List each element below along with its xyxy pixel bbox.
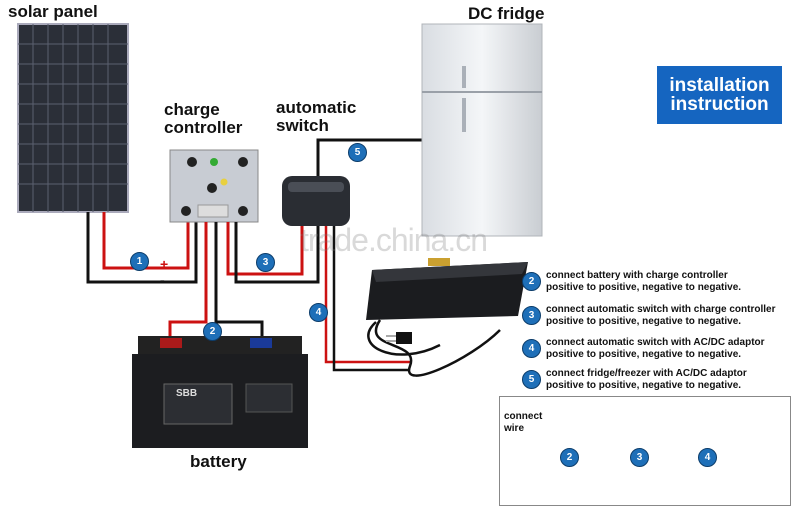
step-line-1: connect battery with charge controller [546, 270, 728, 281]
step-line-1: connect fridge/freezer with AC/DC adapto… [546, 368, 747, 379]
step-line-2: positive to positive, negative to negati… [546, 380, 742, 391]
step-badge: 4 [522, 339, 541, 358]
installation-title-2: instruction [670, 94, 769, 115]
charge-controller-label-2: controller [164, 118, 243, 137]
step-badge: 3 [522, 306, 541, 325]
automatic-switch-label-2: switch [276, 116, 329, 135]
wire-photo-marker-2: 2 [560, 448, 579, 467]
step-badge: 2 [522, 272, 541, 291]
wire-marker-1: 1 [130, 252, 149, 271]
step-2: 2 connect battery with charge controller… [522, 270, 797, 294]
step-line-2: positive to positive, negative to negati… [546, 349, 742, 360]
watermark: trade.china.cn [300, 222, 488, 258]
wire-marker-3: 3 [256, 253, 275, 272]
solar-panel-label: solar panel [8, 2, 98, 21]
installation-title-1: installation [669, 75, 770, 96]
step-line-2: positive to positive, negative to negati… [546, 316, 742, 327]
step-5: 5 connect fridge/freezer with AC/DC adap… [522, 368, 797, 392]
connect-wire-label-2: wire [504, 423, 525, 434]
step-line-1: connect automatic switch with charge con… [546, 304, 776, 315]
polarity-minus: - [160, 272, 165, 288]
automatic-switch-label-1: automatic [276, 98, 357, 117]
step-line-1: connect automatic switch with AC/DC adap… [546, 337, 765, 348]
battery-brand: SBB [176, 388, 198, 399]
charge-controller-label-1: charge [164, 100, 220, 119]
dc-fridge-label: DC fridge [468, 4, 545, 23]
step-badge: 5 [522, 370, 541, 389]
wire-photo-marker-4: 4 [698, 448, 717, 467]
ac-dc-adaptor [366, 258, 528, 377]
polarity-plus: + [160, 256, 169, 272]
charge-controller [169, 149, 259, 223]
step-line-2: positive to positive, negative to negati… [546, 282, 742, 293]
wire-switch-fridge [316, 138, 428, 176]
wire-marker-4: 4 [309, 303, 328, 322]
wire-controller-battery [168, 222, 264, 348]
battery-label: battery [190, 452, 247, 471]
step-4: 4 connect automatic switch with AC/DC ad… [522, 337, 797, 361]
connect-wire-label-1: connect [504, 411, 543, 422]
wire-marker-5: 5 [348, 143, 367, 162]
installation-instruction-box: installation instruction [657, 66, 782, 124]
automatic-switch [282, 176, 350, 226]
wire-switch-adaptor [324, 226, 410, 372]
dc-fridge [421, 23, 543, 237]
step-3: 3 connect automatic switch with charge c… [522, 304, 797, 328]
connect-wire-label: connect wire [504, 411, 542, 435]
wire-controller-switch [226, 222, 320, 284]
battery [132, 336, 308, 448]
wire-marker-2: 2 [203, 322, 222, 341]
wire-photo-marker-3: 3 [630, 448, 649, 467]
solar-panel [17, 23, 129, 213]
